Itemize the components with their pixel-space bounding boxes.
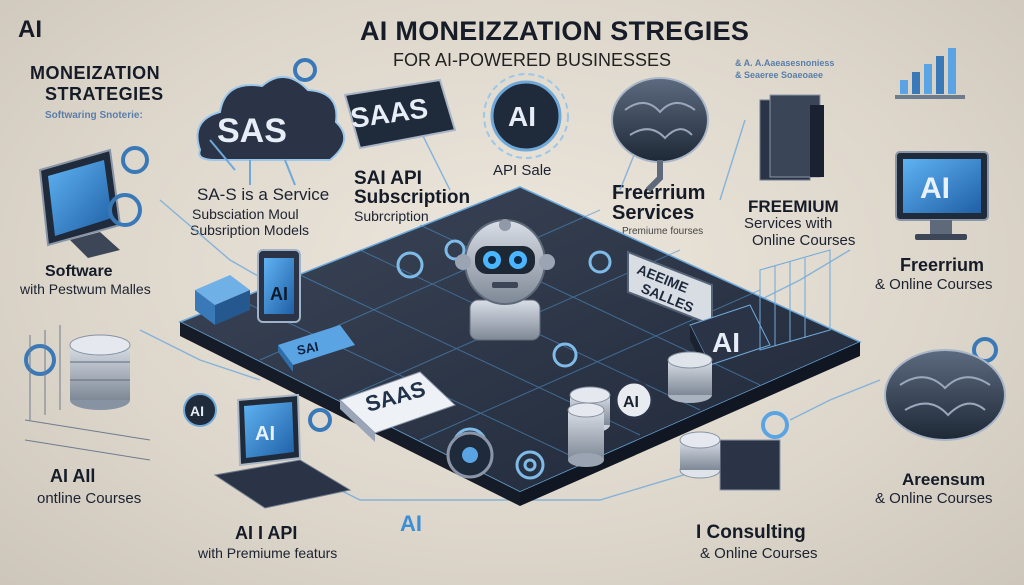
- left-grid: [24, 325, 151, 461]
- api-sale-chip-text: AI: [508, 101, 536, 132]
- consulting-machine: [679, 411, 789, 491]
- board-sign: [627, 250, 713, 327]
- freerrium-right-label-line1: Freerrium: [900, 255, 985, 275]
- corner-logo: AI: [18, 16, 42, 43]
- page-subtitle: FOR AI-POWERED BUSINESSES: [393, 50, 672, 70]
- ai-api-label-line2: with Premiume featurs: [198, 545, 338, 561]
- areensum-label-line2: & Online Courses: [875, 490, 993, 507]
- laptop-screen-text: AI: [255, 423, 275, 445]
- board-ai-chip-text: AI: [712, 327, 740, 358]
- robot: [455, 219, 555, 341]
- saas-label-line2: Subsciation Moul: [192, 206, 299, 222]
- left-faint-caption: Softwaring Snoterie:: [45, 110, 143, 121]
- saas-label-line1: SA-S is a Service: [197, 185, 330, 204]
- bar-chart-icon: [895, 48, 965, 99]
- server-stack-left: [69, 334, 131, 410]
- freemium-label-line3: Premiume fourses: [622, 226, 704, 237]
- consulting-label-line1: I Consulting: [696, 522, 806, 543]
- laptop-tag-text: AI: [190, 403, 204, 419]
- bottom-gear: [446, 431, 494, 479]
- api-subscription-label-line1: SAI API: [354, 168, 422, 189]
- freemium-courses-label-line1: FREEMIUM: [748, 197, 839, 216]
- coin-stack-right: [667, 351, 713, 403]
- bottom-ai-badge: AI: [400, 511, 422, 536]
- board-ai-badge: [614, 380, 654, 420]
- laptop-tag: [183, 393, 217, 427]
- saas-label-line3: Subsription Models: [190, 222, 310, 238]
- freemium-courses-label-line3: Online Courses: [752, 232, 856, 249]
- ai-api-label-line1: AI I API: [235, 523, 298, 543]
- board-gears: [396, 239, 612, 480]
- board-card: [339, 371, 456, 442]
- cloud-icon: [196, 76, 346, 186]
- consulting-label-line2: & Online Courses: [700, 545, 818, 562]
- software-label-line2: with Pestwum Malles: [20, 281, 151, 297]
- left-heading-line2: STRATEGIES: [45, 84, 164, 104]
- freerrium-right-label-line2: & Online Courses: [875, 276, 993, 293]
- monitor-right-icon: [895, 151, 989, 240]
- brain-icon-right: [884, 349, 1006, 441]
- board-card-text: SAAS: [362, 376, 428, 417]
- board-sign-line2: SALLES: [639, 280, 696, 316]
- page-title: AI MONEIZZATION STREGIES: [360, 16, 750, 46]
- coin-stack-center: [569, 386, 611, 433]
- cloud-saas-text: SAS: [217, 112, 287, 150]
- faint-top-right-line1: & A. A.Aaeasesnoniess: [735, 58, 835, 68]
- board-left-chip: [195, 275, 250, 325]
- ai-ail-label-line2: ontline Courses: [37, 490, 142, 507]
- board-sign-line1: AEEIME: [635, 261, 691, 296]
- areensum-label-line1: Areensum: [902, 470, 986, 489]
- board-ai-chip: [689, 304, 771, 380]
- board-plate: [278, 325, 355, 372]
- freemium-courses-label-line2: Services with: [744, 215, 833, 232]
- laptop-icon: [213, 393, 352, 509]
- right-grid: [759, 249, 831, 351]
- faint-top-right-line2: & Seaeree Soaeoaee: [735, 70, 824, 80]
- board-tablet: [257, 249, 301, 323]
- ai-ail-label-line1: AI AIl: [50, 466, 96, 486]
- board-ai-badge-text: AI: [623, 394, 639, 411]
- software-label-line1: Software: [45, 263, 113, 280]
- board-tablet-text: AI: [270, 284, 288, 304]
- api-subscription-label-line2: Subscription: [354, 187, 471, 208]
- api-sale-chip: [483, 73, 569, 159]
- api-sale-label: API Sale: [493, 162, 552, 179]
- freemium-label-line2: Services: [612, 202, 695, 224]
- brain-icon-top: [611, 77, 709, 193]
- coin-stack-bottom: [567, 402, 605, 467]
- monitor-left-icon: [38, 148, 122, 258]
- board-plate-text: SAI: [296, 339, 320, 358]
- book-stack-icon: [759, 94, 824, 181]
- saas-plate: [343, 78, 457, 150]
- monitor-right-text: AI: [920, 172, 950, 205]
- api-subscription-label-line3: Subrcription: [354, 208, 429, 224]
- left-heading-line1: MONEIZATION: [30, 63, 161, 83]
- saas-plate-text: SAAS: [349, 92, 430, 134]
